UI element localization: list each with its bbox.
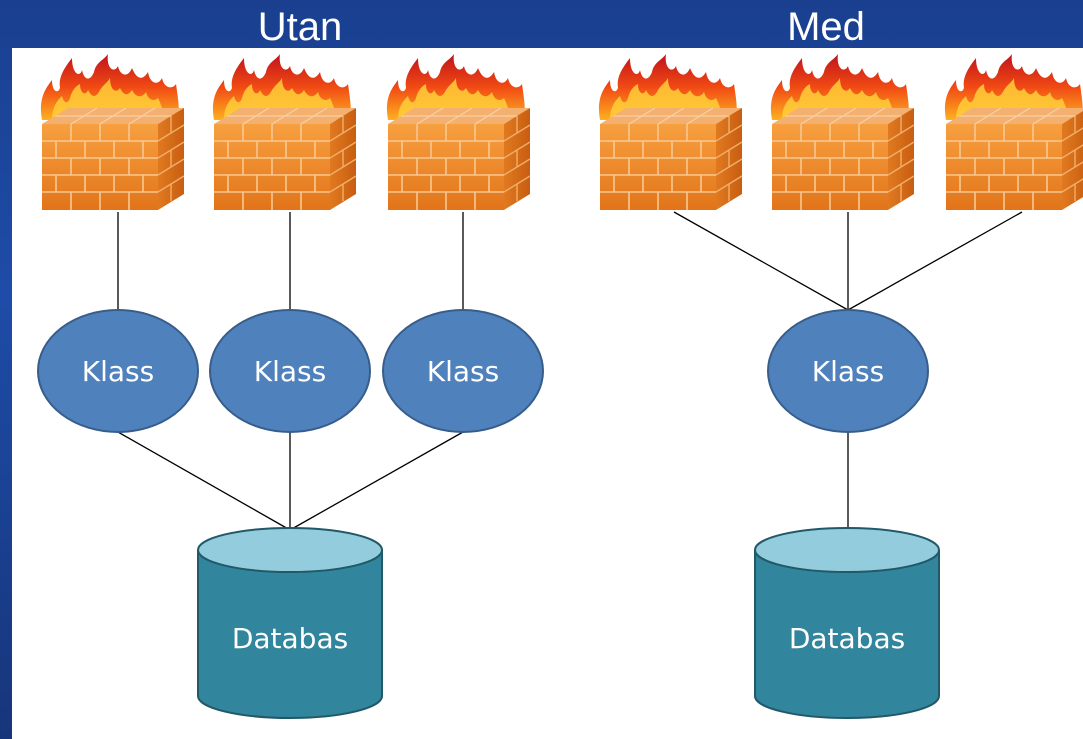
database-label: Databas — [232, 622, 348, 655]
firewall-icon — [770, 53, 915, 211]
connector — [289, 431, 464, 531]
database-cylinder: Databas — [754, 527, 940, 719]
firewall-icon — [40, 53, 185, 211]
firewall-icon — [212, 53, 357, 211]
firewall-icon — [598, 53, 743, 211]
architecture-diagram: Klass Klass Klass Klass Databas Databas — [37, 53, 1083, 719]
database-cylinder: Databas — [197, 527, 383, 719]
connector — [673, 211, 849, 311]
firewall-icon — [386, 53, 531, 211]
class-label: Klass — [254, 355, 326, 388]
class-node: Klass — [209, 309, 371, 433]
class-label: Klass — [812, 355, 884, 388]
connector — [117, 431, 291, 531]
class-node: Klass — [382, 309, 544, 433]
diagram-canvas: Klass Klass Klass Klass Databas Databas — [12, 48, 1083, 739]
right-connectors — [673, 211, 1023, 530]
database-label: Databas — [789, 622, 905, 655]
connector — [847, 211, 1023, 311]
class-label: Klass — [427, 355, 499, 388]
heading-with: Med — [787, 5, 865, 49]
class-node: Klass — [767, 309, 929, 433]
left-connectors — [117, 212, 464, 531]
class-node: Klass — [37, 309, 199, 433]
firewall-icon — [944, 53, 1083, 211]
heading-without: Utan — [257, 5, 343, 49]
class-label: Klass — [82, 355, 154, 388]
